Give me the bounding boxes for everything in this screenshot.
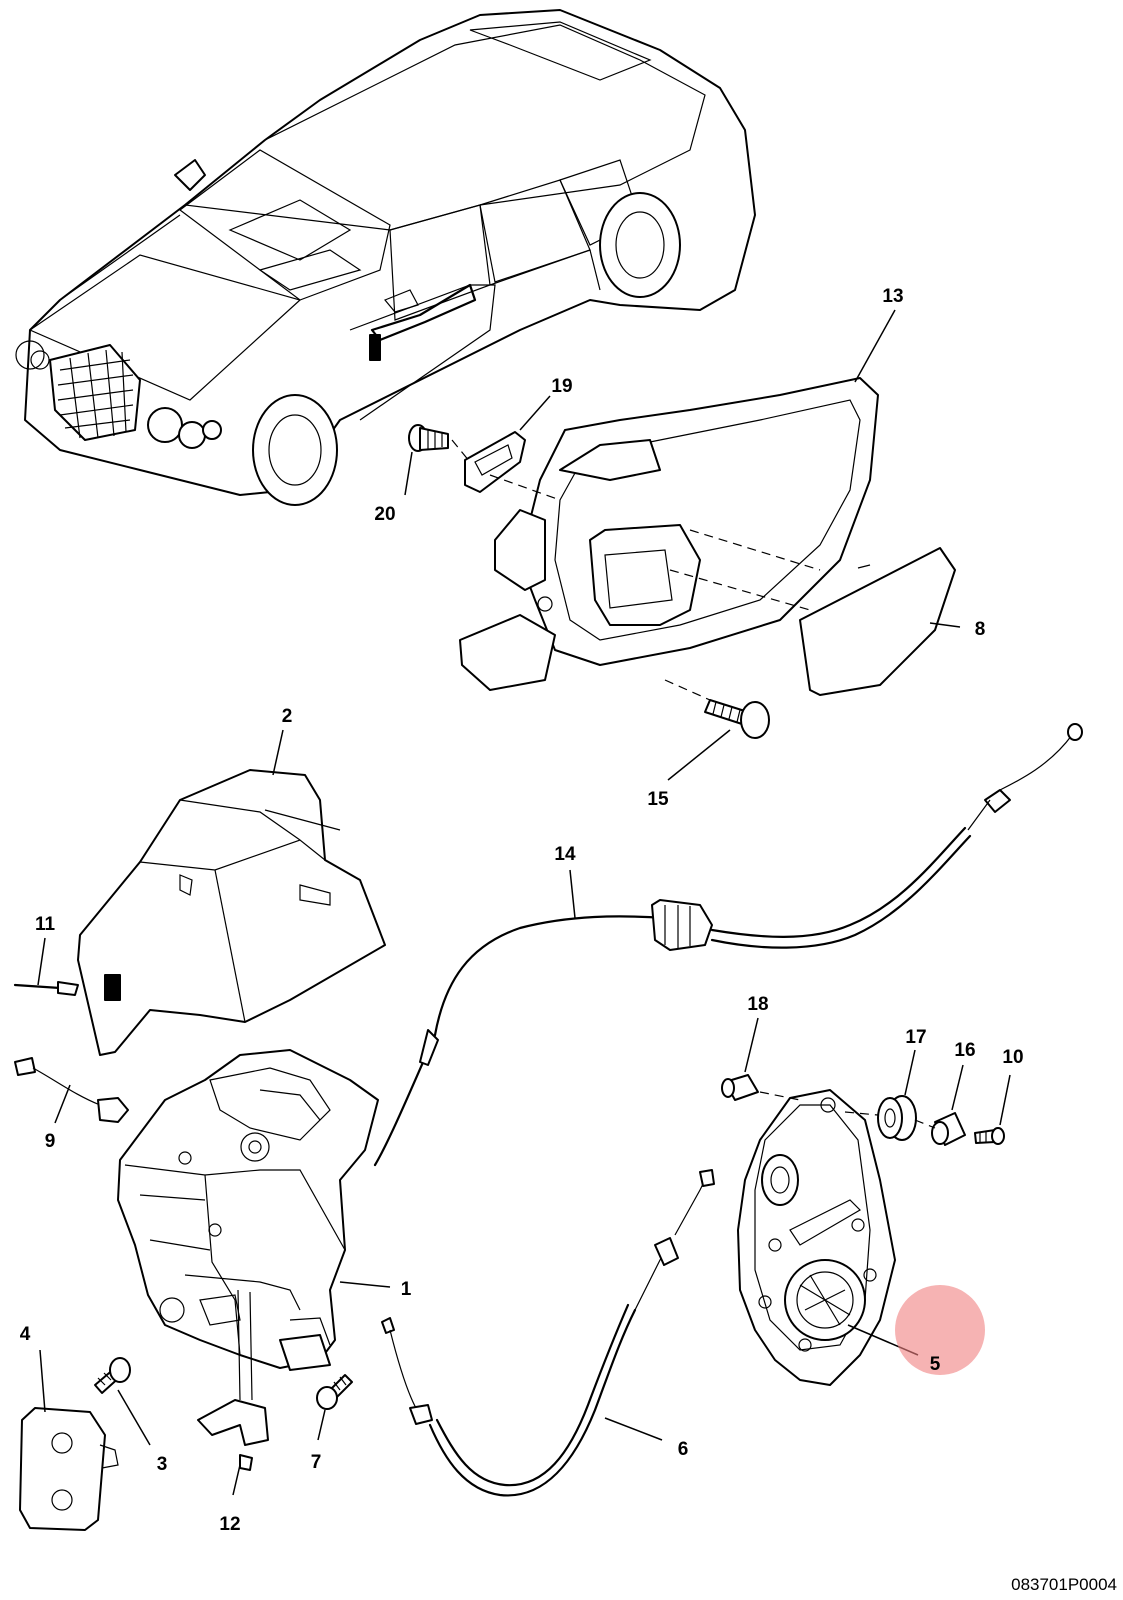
leader-lines: [37, 309, 1011, 1496]
car-illustration: [15, 9, 756, 506]
callout-18[interactable]: 18: [747, 994, 768, 1015]
part-5-motor-unit: [737, 1089, 896, 1386]
callout-2[interactable]: 2: [282, 706, 293, 727]
part-2-shield: [77, 769, 386, 1056]
callout-11[interactable]: 11: [35, 914, 56, 935]
part-4-cover-plate: [19, 1407, 119, 1531]
part-8-cover-plate: [799, 547, 956, 696]
part-11-pin: [13, 981, 79, 996]
part-14-cable: [373, 723, 1083, 1167]
callout-6[interactable]: 6: [678, 1439, 689, 1460]
callout-3[interactable]: 3: [157, 1454, 168, 1475]
part-19-clip: [464, 431, 526, 493]
part-12-clip: [197, 1289, 269, 1471]
part-17-grommet: [877, 1095, 917, 1141]
callout-7[interactable]: 7: [311, 1452, 322, 1473]
callout-17[interactable]: 17: [905, 1027, 926, 1048]
callout-9[interactable]: 9: [45, 1131, 56, 1152]
callout-5[interactable]: 5: [930, 1354, 941, 1375]
assembly-lines-upper: [451, 439, 821, 701]
highlight-marker: [895, 1285, 985, 1375]
part-7-screw: [316, 1374, 353, 1410]
callout-4[interactable]: 4: [20, 1324, 31, 1345]
part-10-screw: [974, 1127, 1005, 1145]
callout-10[interactable]: 10: [1002, 1047, 1023, 1068]
callout-1[interactable]: 1: [401, 1279, 412, 1300]
part-1-door-lock: [117, 1049, 379, 1371]
part-3-screw: [94, 1357, 131, 1394]
callout-15[interactable]: 15: [647, 789, 669, 810]
part-15-screw: [704, 699, 770, 739]
callout-20[interactable]: 20: [374, 504, 395, 525]
part-9-wire-sensor: [14, 1057, 129, 1123]
part-6-cable: [381, 1169, 715, 1497]
callout-12[interactable]: 12: [219, 1514, 240, 1535]
callout-8[interactable]: 8: [975, 619, 986, 640]
part-16-sleeve: [931, 1112, 966, 1146]
callout-16[interactable]: 16: [954, 1040, 975, 1061]
part-18-bushing: [721, 1074, 759, 1101]
drawing-number: 083701P0004: [1011, 1575, 1117, 1594]
callout-labels: 13 19 20 8 15 2 14 11 9 1 4 3 7 12 6 5 1…: [20, 286, 1024, 1535]
assembly-lines-lower: [759, 1091, 936, 1129]
callout-14[interactable]: 14: [554, 844, 576, 865]
callout-19[interactable]: 19: [551, 376, 572, 397]
part-20-screw: [408, 424, 449, 452]
part-13-handle-housing: [459, 377, 879, 691]
callout-13[interactable]: 13: [882, 286, 903, 307]
